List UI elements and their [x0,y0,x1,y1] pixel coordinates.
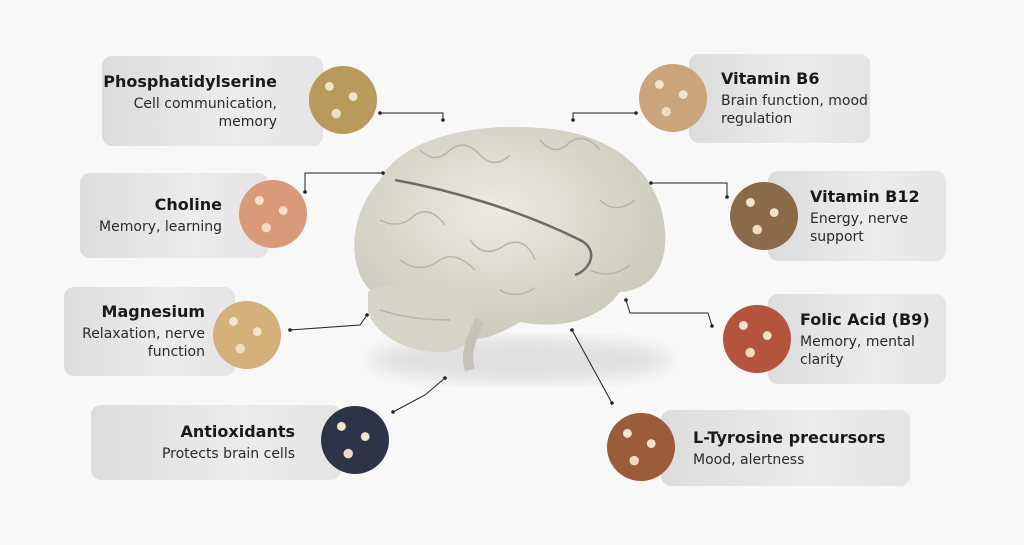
nutrient-card-magnesium: Magnesium Relaxation, nerve function [64,287,235,376]
blueberries-image [321,406,389,474]
cashews-image [213,301,281,369]
nutrient-title: Choline [154,195,222,214]
nutrient-card-choline: Choline Memory, learning [80,173,268,258]
nutrient-card-vitamin-b6: Vitamin B6 Brain function, mood regulati… [689,54,870,143]
nutrient-title: Magnesium [101,302,205,321]
nutrient-title: Vitamin B12 [810,186,920,206]
nutrient-card-antioxidants: Antioxidants Protects brain cells [91,405,341,480]
almonds-image [607,413,675,481]
peanuts-image [239,180,307,248]
mushrooms-image [730,182,798,250]
nutrient-title: L-Tyrosine precursors [693,427,886,447]
pistachios-image [639,64,707,132]
nutrient-card-folic-acid: Folic Acid (B9) Memory, mental clarity [768,294,946,384]
nutrient-description: Brain function, mood regulation [721,93,868,127]
nutrient-description: Protects brain cells [161,446,295,462]
soy-beans-image [309,66,377,134]
nutrient-description: Relaxation, nerve function [82,326,205,360]
nutrient-description: Cell communication, memory [133,95,277,130]
nutrient-description: Mood, alertness [693,451,805,468]
nutrient-title: Folic Acid (B9) [800,309,930,329]
nutrient-description: Memory, mental clarity [800,333,915,368]
nutrient-description: Energy, nerve support [810,210,909,245]
connector-lines [289,112,728,413]
nutrient-card-l-tyrosine: L-Tyrosine precursors Mood, alertness [661,410,910,486]
seeds-and-nuts-image [723,305,791,373]
nutrient-title: Phosphatidylserine [103,71,277,91]
nutrient-title: Vitamin B6 [721,69,820,88]
nutrient-description: Memory, learning [99,219,222,235]
nutrient-title: Antioxidants [180,422,295,441]
nutrient-card-phosphatidylserine: Phosphatidylserine Cell communication, m… [102,56,323,146]
